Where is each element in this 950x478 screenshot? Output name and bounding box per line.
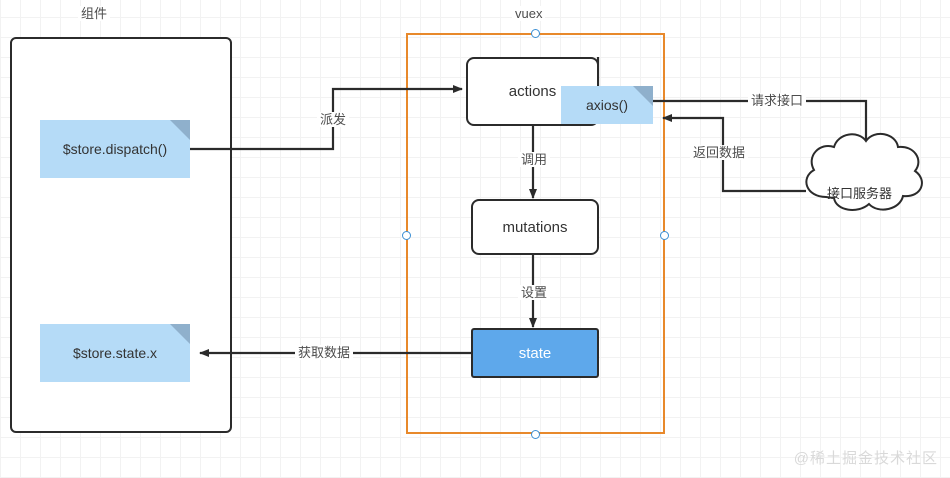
dispatch-note[interactable]: $store.dispatch() [40,120,190,178]
vuex-handle-top[interactable] [531,29,540,38]
dispatch-note-label: $store.dispatch() [62,141,168,157]
component-group-label: 组件 [78,6,111,21]
edge-label-request-api: 请求接口 [748,93,807,108]
watermark: @稀土掘金技术社区 [793,450,938,467]
state-note-label: $store.state.x [72,345,158,361]
edge-label-return-data: 返回数据 [690,145,749,160]
note-fold-icon [633,86,653,106]
state-label: state [518,344,552,362]
note-fold-icon [170,120,190,140]
actions-label: actions [508,83,557,100]
mutations-label: mutations [502,218,568,236]
axios-note-label: axios() [585,97,628,113]
state-note[interactable]: $store.state.x [40,324,190,382]
vuex-handle-left[interactable] [402,231,411,240]
server-cloud-label: 接口服务器 [827,186,893,201]
edge-label-call: 调用 [518,152,551,167]
vuex-group-label: vuex [512,6,546,21]
mutations-node[interactable]: mutations [471,199,599,255]
state-node[interactable]: state [471,328,599,378]
edge-label-set: 设置 [518,285,551,300]
edge-label-get-data: 获取数据 [295,345,354,360]
edge-request-api [651,99,870,166]
note-fold-icon [170,324,190,344]
edge-label-dispatch: 派发 [317,112,350,127]
axios-note[interactable]: axios() [561,86,653,124]
vuex-handle-bottom[interactable] [531,430,540,439]
vuex-handle-right[interactable] [660,231,669,240]
